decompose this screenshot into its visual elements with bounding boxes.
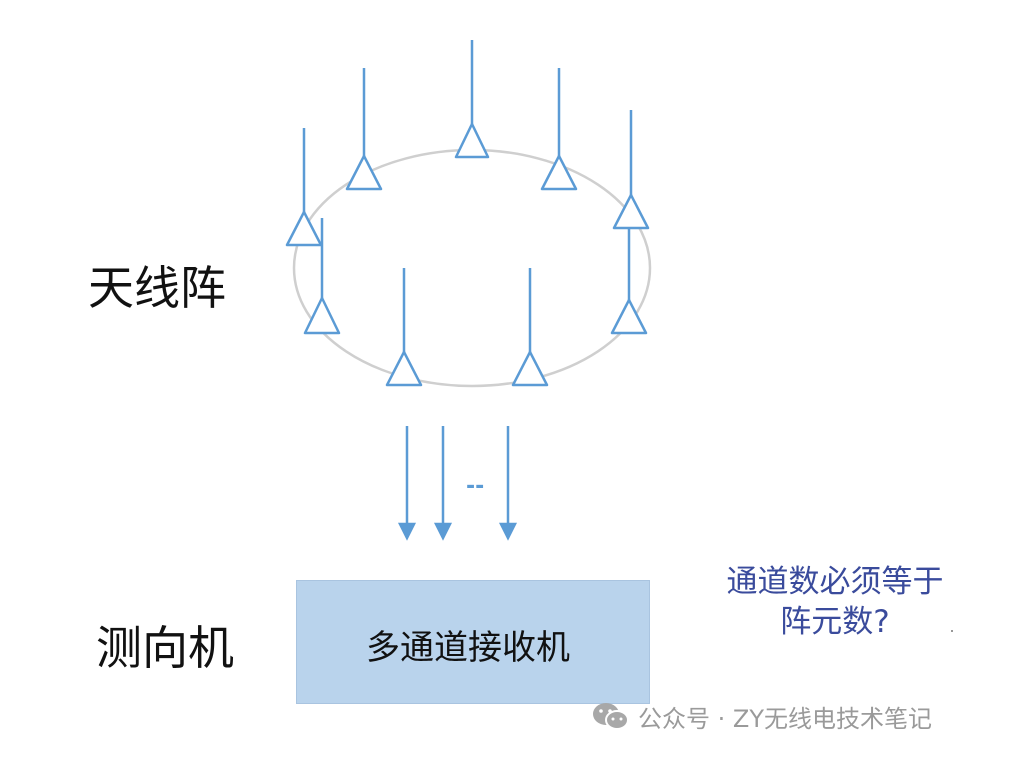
arrow-ellipsis: -- <box>466 474 484 499</box>
antenna-array-label: 天线阵 <box>88 261 226 315</box>
multichannel-receiver-box: 多通道接收机 <box>296 580 650 704</box>
antenna-element <box>454 40 490 159</box>
signal-arrow <box>433 426 453 541</box>
watermark-text: 公众号 · ZY无线电技术笔记 <box>638 704 932 733</box>
signal-arrow <box>498 426 518 541</box>
antenna-element <box>385 268 423 387</box>
signal-arrow <box>397 426 417 541</box>
antenna-element <box>303 218 341 335</box>
antenna-element <box>345 68 383 191</box>
note-line-1: 通道数必须等于 <box>726 564 944 600</box>
antenna-element <box>540 68 578 191</box>
speck <box>951 630 953 632</box>
wechat-icon <box>593 703 629 730</box>
watermark: 公众号 · ZY无线电技术笔记 <box>592 698 932 734</box>
direction-finder-label: 测向机 <box>96 621 234 675</box>
antenna-element <box>285 128 323 247</box>
array-ring <box>292 148 652 388</box>
antenna-element <box>511 268 549 387</box>
channel-count-note: 通道数必须等于 阵元数? <box>690 562 980 642</box>
antenna-element <box>612 110 650 230</box>
note-line-2: 阵元数? <box>780 604 890 640</box>
receiver-label: 多通道接收机 <box>366 627 570 668</box>
antenna-element <box>610 228 648 335</box>
